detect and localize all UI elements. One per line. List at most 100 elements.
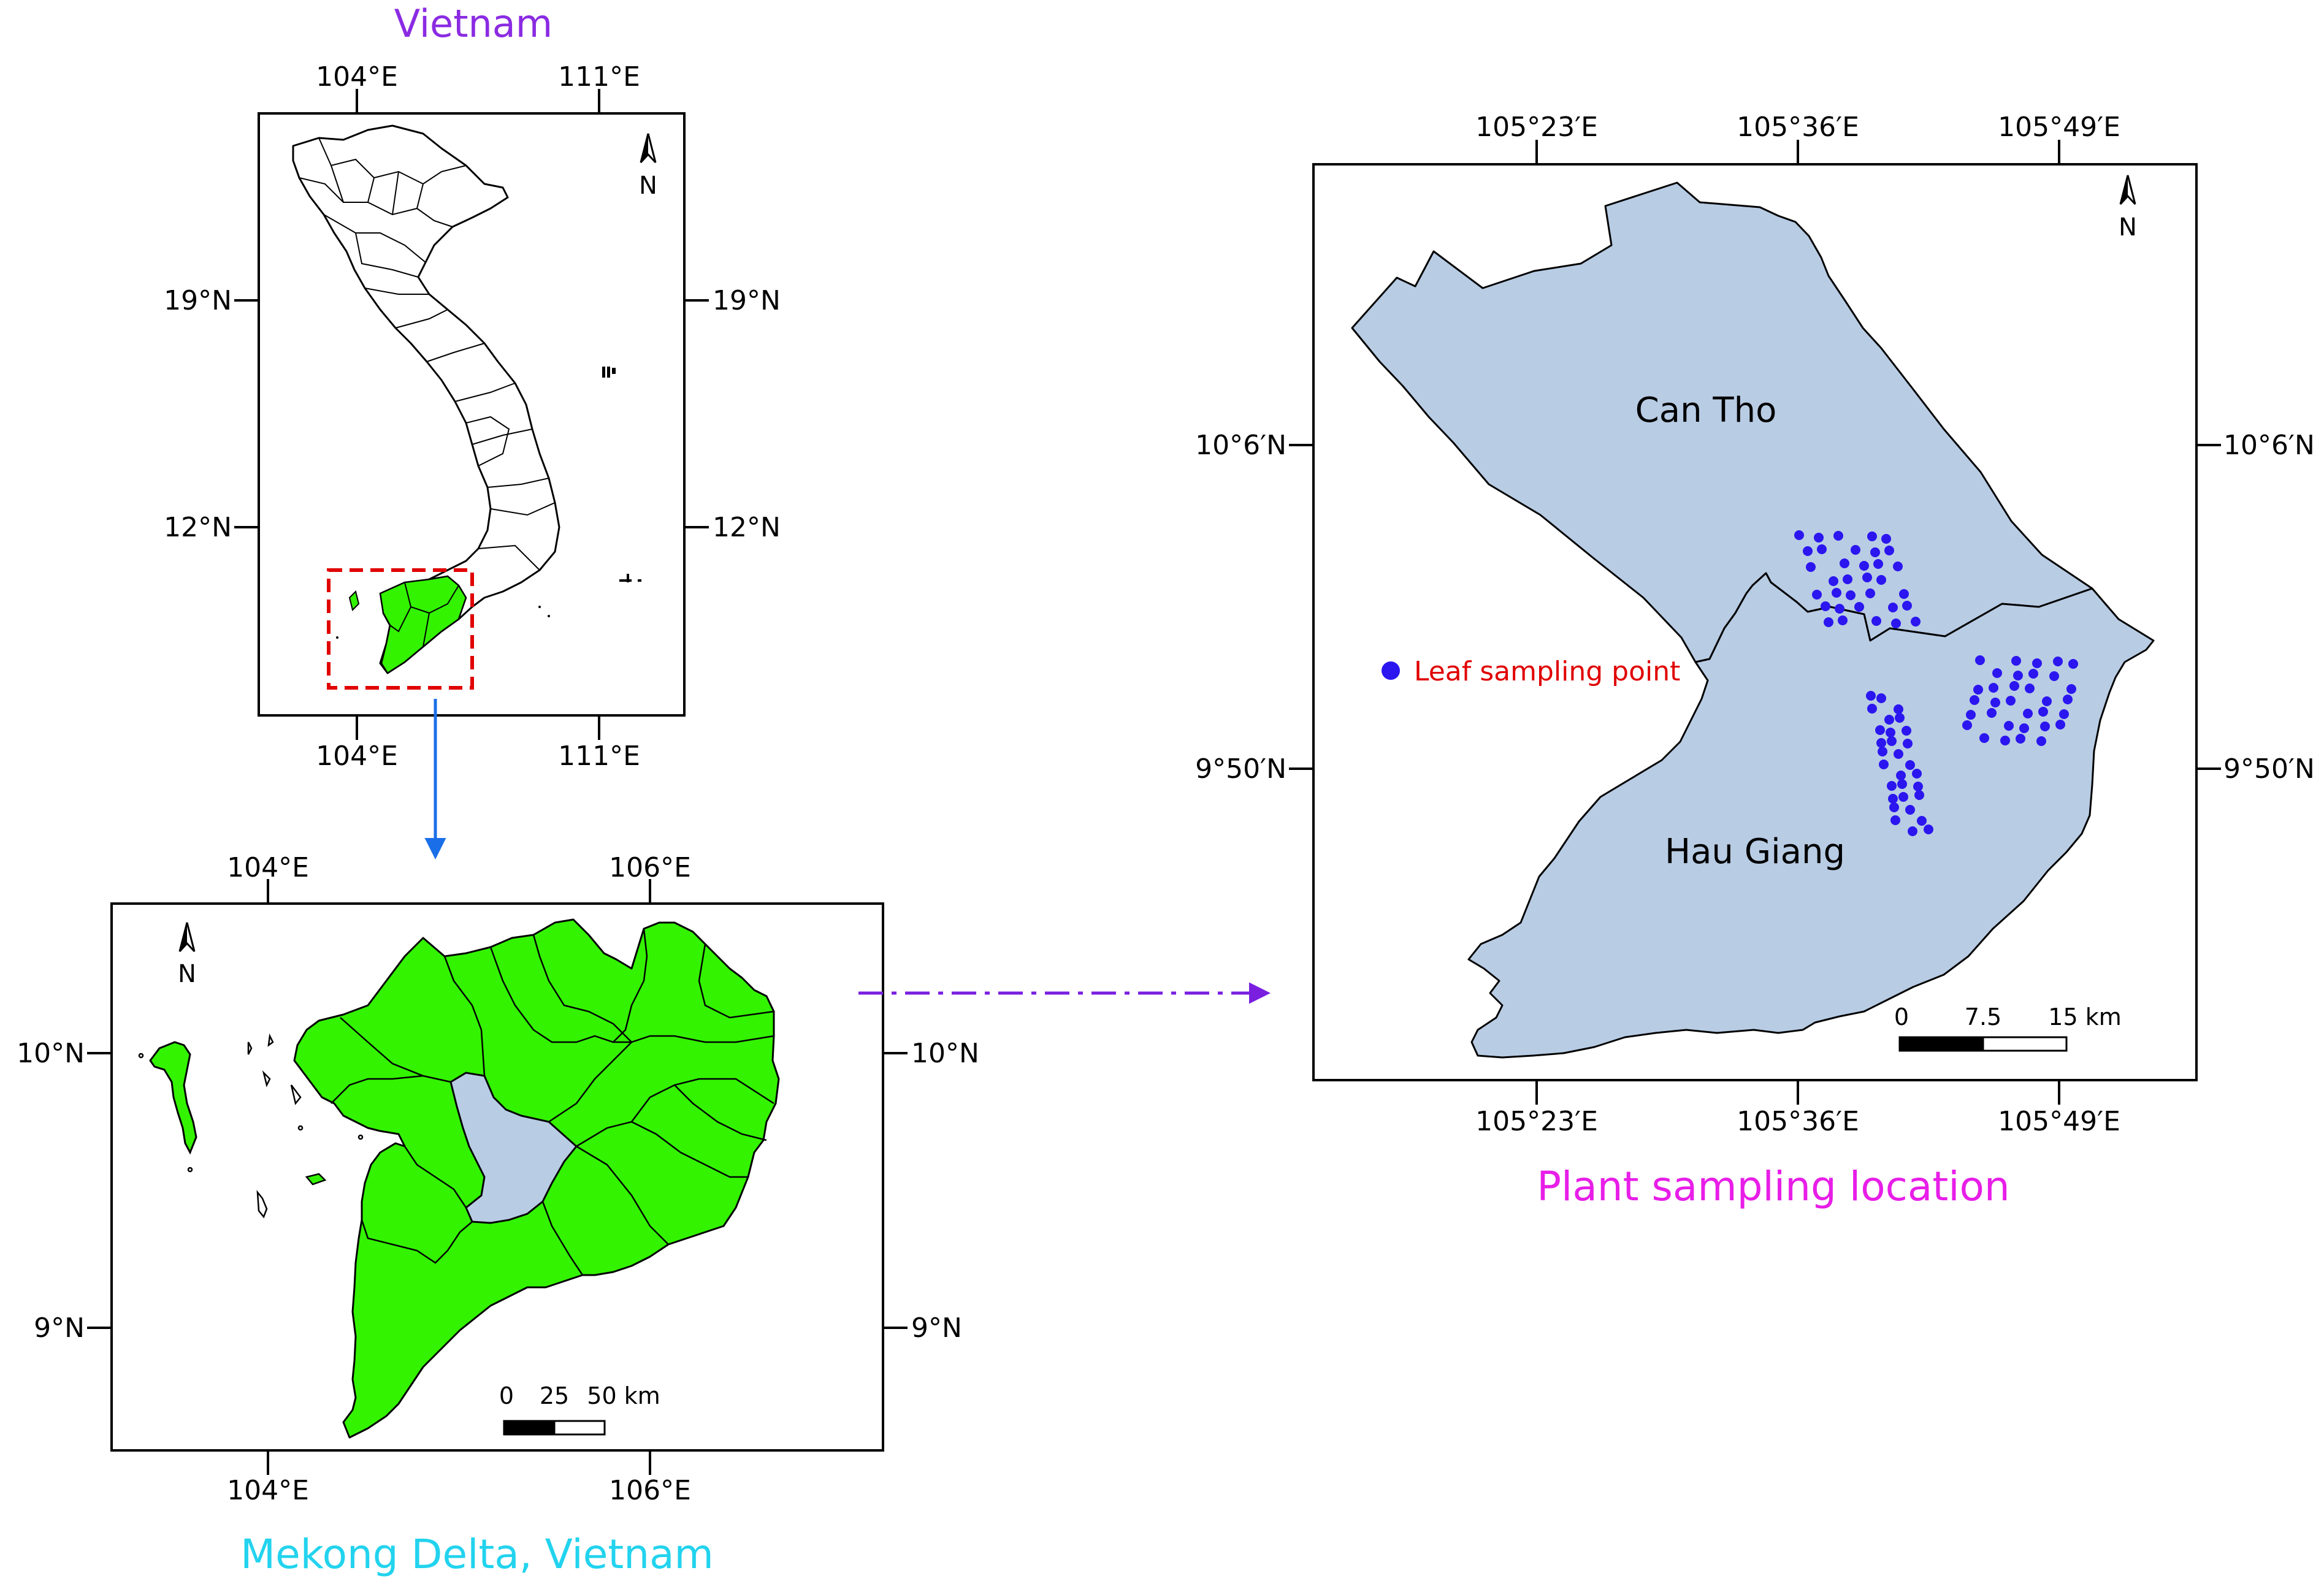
mekong-lat-label-right-10: 10°N xyxy=(911,1038,979,1069)
leaf-sampling-point xyxy=(1913,782,1923,791)
vietnam-islands xyxy=(336,367,641,639)
mekong-lon-label-top-104: 104°E xyxy=(227,852,309,883)
leaf-sampling-point xyxy=(1833,531,1843,541)
leaf-sampling-point xyxy=(1970,695,1979,705)
leaf-sampling-point xyxy=(2004,721,2014,731)
leaf-sampling-point xyxy=(2023,709,2033,718)
mekong-ticks xyxy=(87,879,908,1475)
leaf-sampling-point xyxy=(1876,738,1886,748)
legend-point-icon xyxy=(1382,661,1400,680)
sampling-lat-label-left-2: 9°50′N xyxy=(1195,753,1286,785)
leaf-sampling-point xyxy=(1873,559,1883,569)
vietnam-lon-label-bottom-104: 104°E xyxy=(316,741,398,772)
leaf-sampling-point xyxy=(2028,669,2038,679)
leaf-sampling-point xyxy=(1854,602,1864,612)
leaf-sampling-point xyxy=(1888,603,1898,612)
leaf-sampling-point xyxy=(2016,734,2025,744)
leaf-sampling-point xyxy=(1866,691,1876,701)
leaf-sampling-point xyxy=(1894,704,1903,714)
sampling-map-panel: 105°23′E 105°36′E 105°49′E 105°23′E 105°… xyxy=(1195,112,2315,1210)
can-tho-label: Can Tho xyxy=(1635,390,1777,430)
leaf-sampling-point xyxy=(1867,704,1877,714)
vietnam-north-label: N xyxy=(639,172,657,200)
leaf-sampling-point xyxy=(1867,531,1877,541)
leaf-sampling-point xyxy=(1824,617,1833,627)
leaf-sampling-point xyxy=(1843,574,1852,584)
sampling-lon-label-bottom-1: 105°23′E xyxy=(1475,1106,1598,1137)
mekong-map-panel: 104°E 106°E 104°E 106°E 10°N 9°N 10°N 9°… xyxy=(17,852,979,1578)
leaf-sampling-point xyxy=(1899,589,1909,599)
mekong-scale-bar xyxy=(503,1420,606,1436)
sampling-lat-label-left-1: 10°6′N xyxy=(1195,430,1286,461)
vietnam-lat-label-right-19: 19°N xyxy=(713,285,781,316)
sampling-lon-label-top-2: 105°36′E xyxy=(1737,112,1859,143)
vietnam-ticks xyxy=(234,89,709,740)
leaf-sampling-point xyxy=(1862,573,1872,582)
mekong-lon-label-bottom-106: 106°E xyxy=(609,1475,691,1506)
leaf-sampling-point xyxy=(1859,561,1869,571)
leaf-sampling-points xyxy=(1794,530,2078,836)
leaf-sampling-point xyxy=(1962,720,1972,730)
vietnam-map-title: Vietnam xyxy=(394,1,552,46)
leaf-sampling-point xyxy=(1875,725,1885,735)
leaf-sampling-point xyxy=(1987,708,1997,718)
sampling-scale-label-15: 15 km xyxy=(2048,1004,2121,1030)
leaf-sampling-point xyxy=(1902,726,1911,736)
leaf-sampling-point xyxy=(1814,533,1824,543)
leaf-sampling-point xyxy=(1905,760,1915,770)
leaf-sampling-point xyxy=(2068,659,2078,669)
mekong-phu-quoc-island xyxy=(149,1041,197,1155)
leaf-sampling-point xyxy=(1821,601,1830,611)
leaf-sampling-point xyxy=(1806,562,1816,572)
mekong-scale-label-25: 25 xyxy=(540,1382,569,1409)
leaf-sampling-point xyxy=(1886,728,1895,737)
leaf-sampling-point xyxy=(1924,825,1933,834)
leaf-sampling-point xyxy=(2013,671,2023,680)
leaf-sampling-point xyxy=(1895,713,1905,723)
mekong-lat-label-left-9: 9°N xyxy=(34,1312,85,1344)
vietnam-province-borders xyxy=(299,137,556,571)
vietnam-lon-label-top-104: 104°E xyxy=(316,61,398,93)
leaf-sampling-point xyxy=(1905,805,1915,815)
mekong-lat-label-right-9: 9°N xyxy=(911,1312,962,1344)
leaf-sampling-point xyxy=(1914,790,1924,800)
leaf-sampling-point xyxy=(2066,684,2076,694)
leaf-sampling-point xyxy=(1888,794,1898,804)
leaf-sampling-point xyxy=(2063,695,2073,704)
sampling-lon-label-top-1: 105°23′E xyxy=(1475,112,1598,143)
leaf-sampling-point xyxy=(1889,802,1899,812)
leaf-sampling-point xyxy=(1876,575,1886,585)
leaf-sampling-point xyxy=(1966,710,1976,720)
leaf-sampling-point xyxy=(1871,616,1881,626)
leaf-sampling-point xyxy=(1884,715,1894,725)
leaf-sampling-point xyxy=(1835,604,1844,614)
leaf-sampling-point xyxy=(1894,749,1903,759)
leaf-sampling-point xyxy=(1887,736,1897,746)
mekong-study-provinces xyxy=(449,1072,578,1224)
hau-giang-label: Hau Giang xyxy=(1665,832,1845,872)
sampling-lon-label-bottom-2: 105°36′E xyxy=(1737,1106,1859,1137)
mekong-lat-label-left-10: 10°N xyxy=(17,1038,85,1069)
leaf-sampling-point xyxy=(1989,683,1998,693)
sampling-scale-bar xyxy=(1898,1036,2068,1052)
leaf-sampling-point xyxy=(1897,779,1907,789)
sampling-lon-label-top-3: 105°49′E xyxy=(1998,112,2120,143)
mekong-scale-label-50: 50 km xyxy=(587,1382,660,1409)
leaf-sampling-point xyxy=(1890,815,1900,825)
leaf-sampling-point xyxy=(1903,739,1913,748)
leaf-sampling-point xyxy=(1992,668,2002,678)
leaf-sampling-point xyxy=(2038,707,2048,717)
leaf-sampling-point xyxy=(1917,816,1927,826)
sampling-map-title: Plant sampling location xyxy=(1537,1163,2010,1210)
sampling-north-label: N xyxy=(2119,213,2137,242)
vietnam-lat-label-left-19: 19°N xyxy=(164,285,232,316)
vietnam-mekong-province-borders xyxy=(389,582,459,647)
sampling-scale-label-7-5: 7.5 xyxy=(1965,1004,2001,1030)
leaf-sampling-point xyxy=(1829,576,1838,586)
leaf-sampling-point xyxy=(2009,681,2019,691)
leaf-sampling-point xyxy=(1912,769,1922,779)
leaf-sampling-point xyxy=(1817,544,1827,554)
sampling-lon-label-bottom-3: 105°49′E xyxy=(1998,1106,2120,1137)
sampling-lat-label-right-2: 9°50′N xyxy=(2223,753,2315,785)
leaf-sampling-point xyxy=(1896,771,1906,780)
